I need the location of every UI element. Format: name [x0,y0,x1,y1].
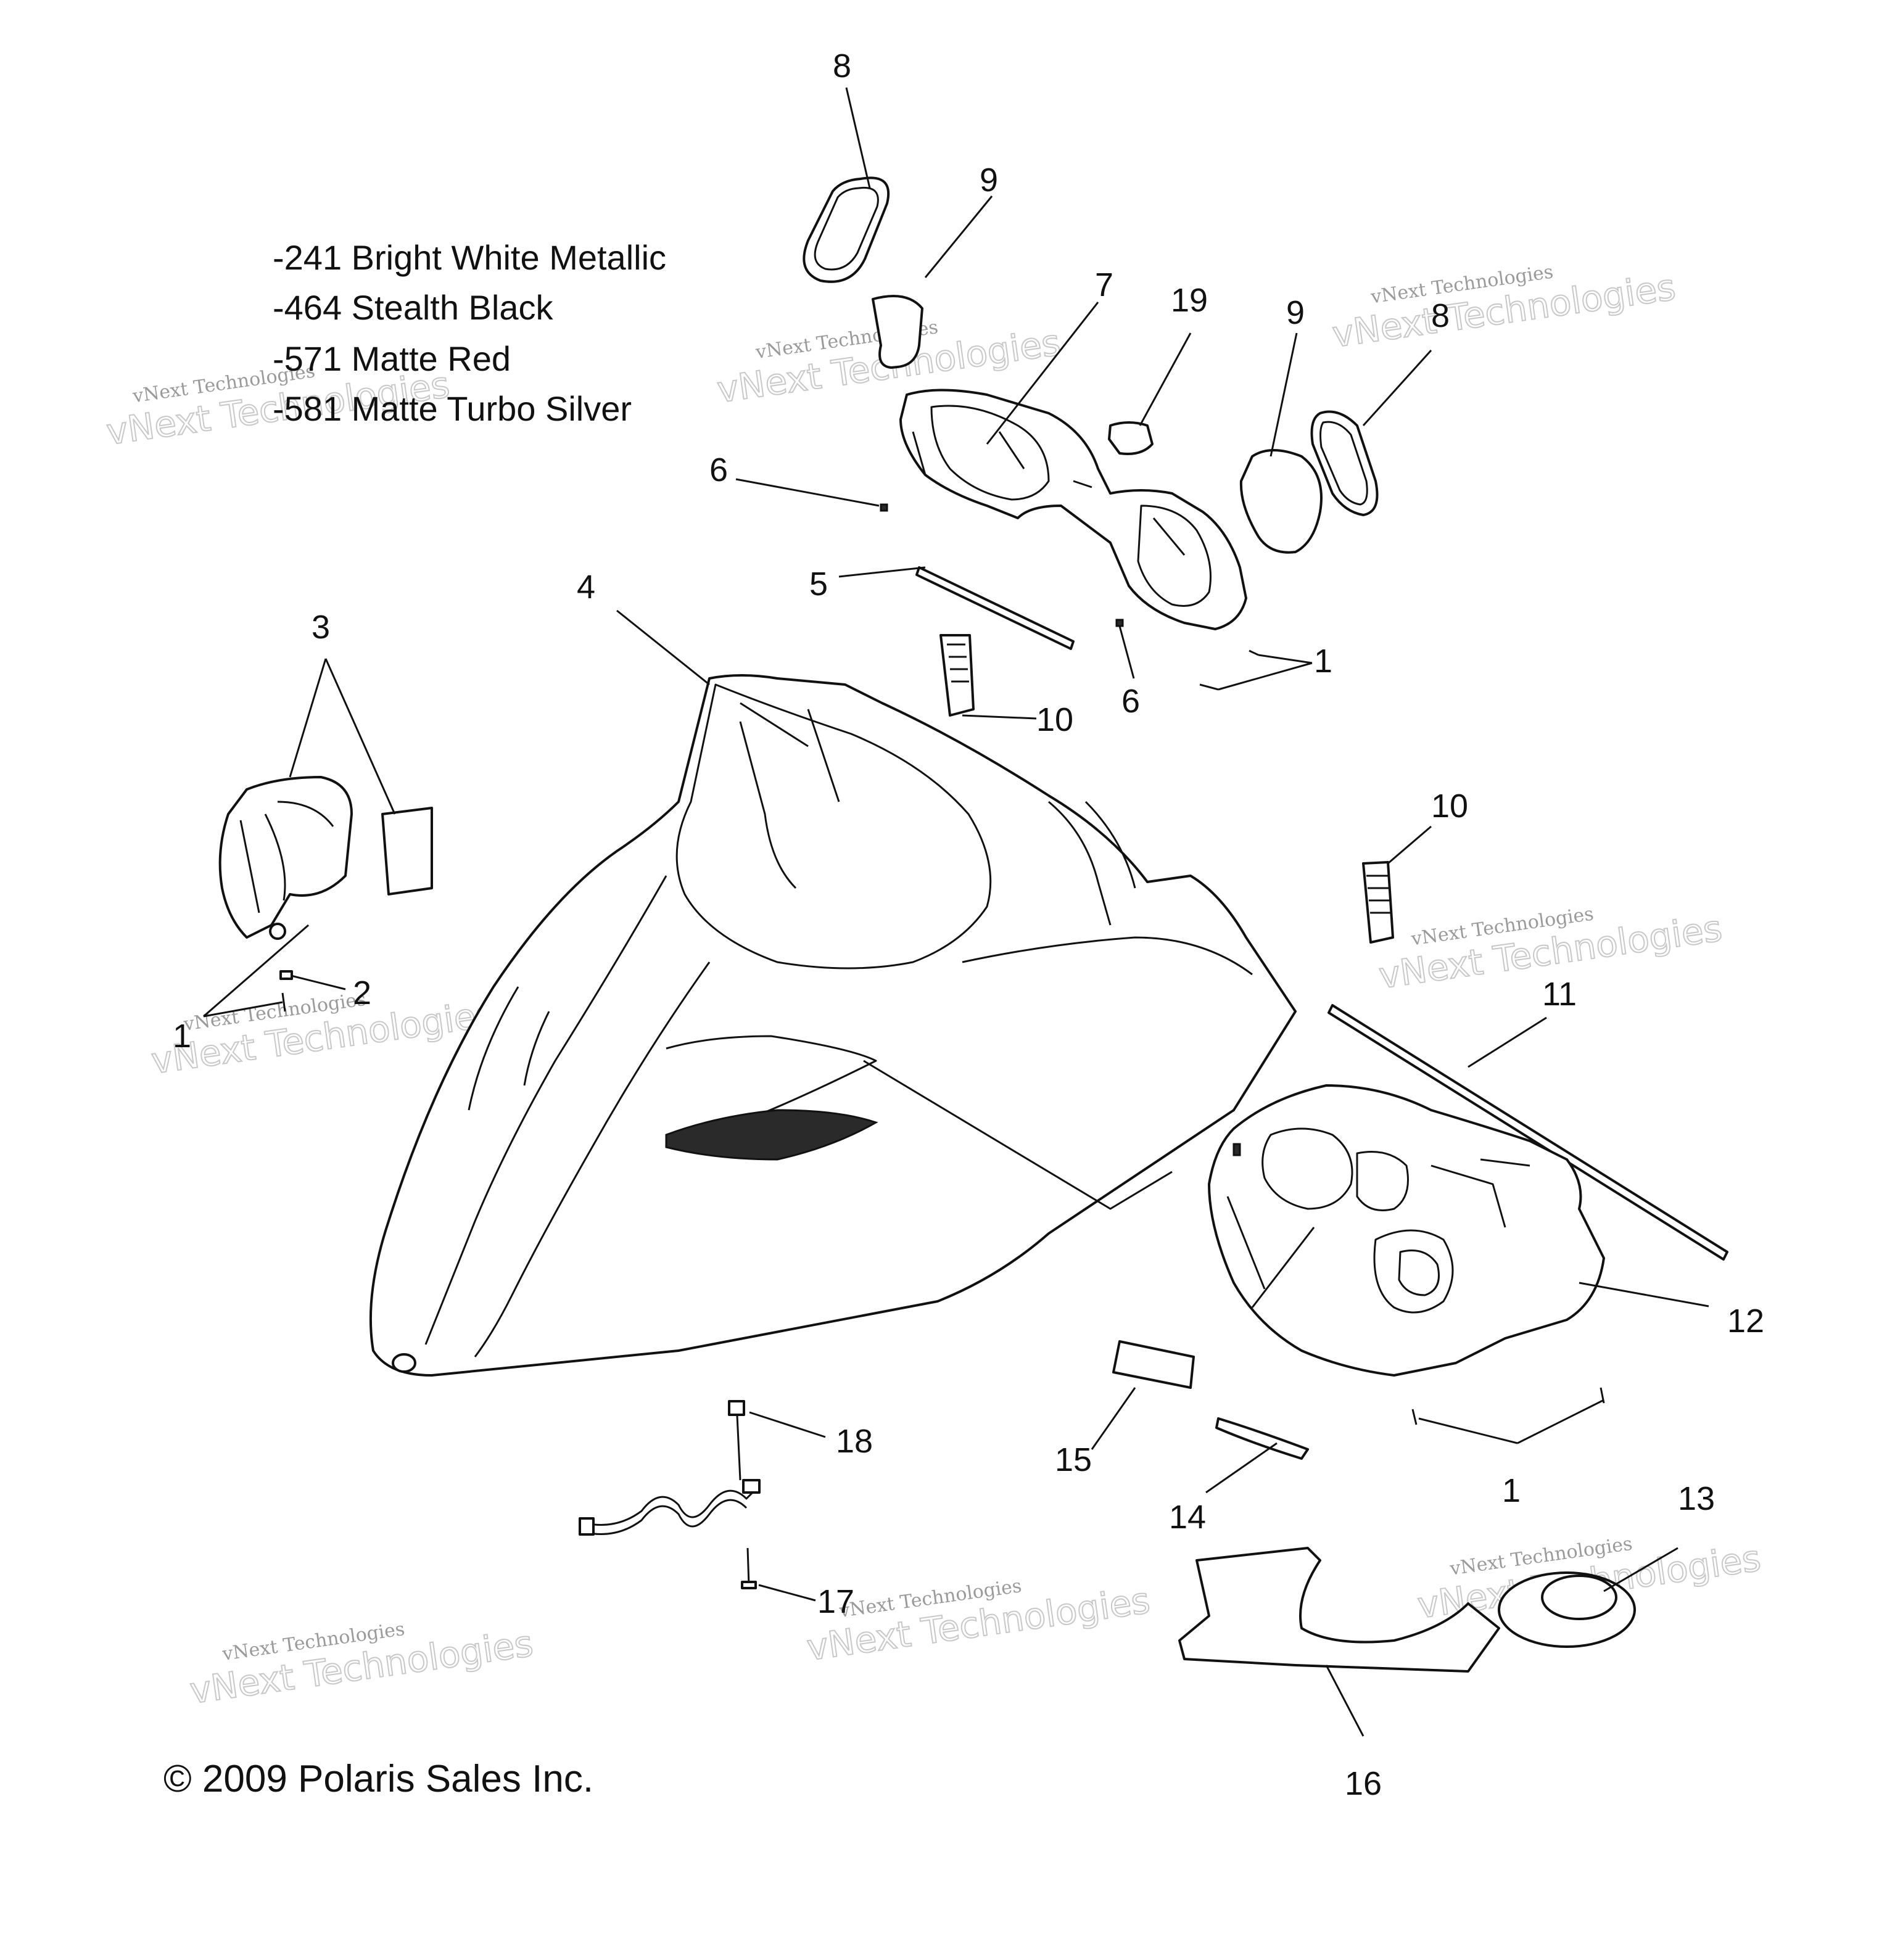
callout-5: 5 [809,566,828,603]
callout-8: 8 [833,47,851,84]
legend-item: -464 Stealth Black [273,288,553,327]
callout-2: 2 [353,974,371,1011]
part-11-rod [1327,1004,1728,1261]
part-14-label [1215,1417,1309,1460]
callout-13: 13 [1678,1480,1715,1517]
callout-17: 17 [817,1583,854,1620]
part-12-console [1208,1084,1605,1377]
part-13-ring [1498,1571,1636,1648]
part-8-left-frame [803,176,890,283]
cable-harness [579,1479,761,1536]
callout-1: 1 [1314,643,1332,680]
callout-8: 8 [1431,297,1450,334]
callout-10: 10 [1036,701,1073,738]
part-18-nut [728,1400,745,1416]
part-7-mirror-housing [899,389,1247,630]
callout-7: 7 [1095,266,1113,303]
part-6-screw-b [1115,619,1124,627]
callout-19: 19 [1171,282,1208,319]
callout-15: 15 [1055,1441,1092,1478]
callout-11: 11 [1542,976,1577,1013]
part-3-side-panel [218,776,433,940]
part-1-screw-left [281,992,286,1012]
callout-6: 6 [1121,683,1140,720]
watermark: vNext Technologies vNext Technologies [148,989,497,1083]
part-2-clip [279,970,293,980]
callout-14: 14 [1169,1499,1206,1536]
part-9-left-glass [872,295,923,369]
callout-12: 12 [1727,1303,1764,1340]
part-8-right-frame [1310,410,1379,516]
leader-lines [203,87,1709,1737]
legend-item: -571 Matte Red [273,339,511,378]
watermark: vNext Technologies vNext Technologies [1329,261,1678,356]
copyright-notice: © 2009 Polaris Sales Inc. [163,1758,593,1800]
part-10-right-strap [1362,861,1394,944]
color-legend: -241 Bright White Metallic -464 Stealth … [273,238,666,428]
callout-3: 3 [312,609,330,646]
part-1-screws-top [1199,649,1259,691]
callout-numbers: 8 9 7 19 9 8 6 5 4 3 10 6 1 10 2 1 11 12… [173,47,1764,1802]
part-16-pad [1178,1547,1500,1673]
callout-9: 9 [980,162,998,199]
callout-16: 16 [1345,1765,1382,1802]
part-5-strip [915,566,1075,650]
part-19-cap [1108,421,1154,455]
legend-item: -581 Matte Turbo Silver [273,389,632,428]
watermark: vNext Technologies vNext Technologies [187,1618,536,1713]
part-15-label [1112,1340,1195,1389]
part-1-screws-bottom [1411,1387,1605,1425]
part-9-right-glass [1239,449,1323,554]
callout-6: 6 [709,451,728,488]
callout-1: 1 [1502,1472,1521,1509]
part-17-screw [741,1547,757,1589]
callout-18: 18 [836,1423,873,1460]
part-4-hood [369,674,1297,1377]
callout-1: 1 [173,1018,191,1055]
callout-10: 10 [1431,788,1468,825]
part-10-upper-strap [939,634,975,717]
part-6-screw-a [880,503,888,512]
callout-9: 9 [1286,294,1305,331]
legend-item: -241 Bright White Metallic [273,238,666,277]
callout-4: 4 [577,569,595,606]
